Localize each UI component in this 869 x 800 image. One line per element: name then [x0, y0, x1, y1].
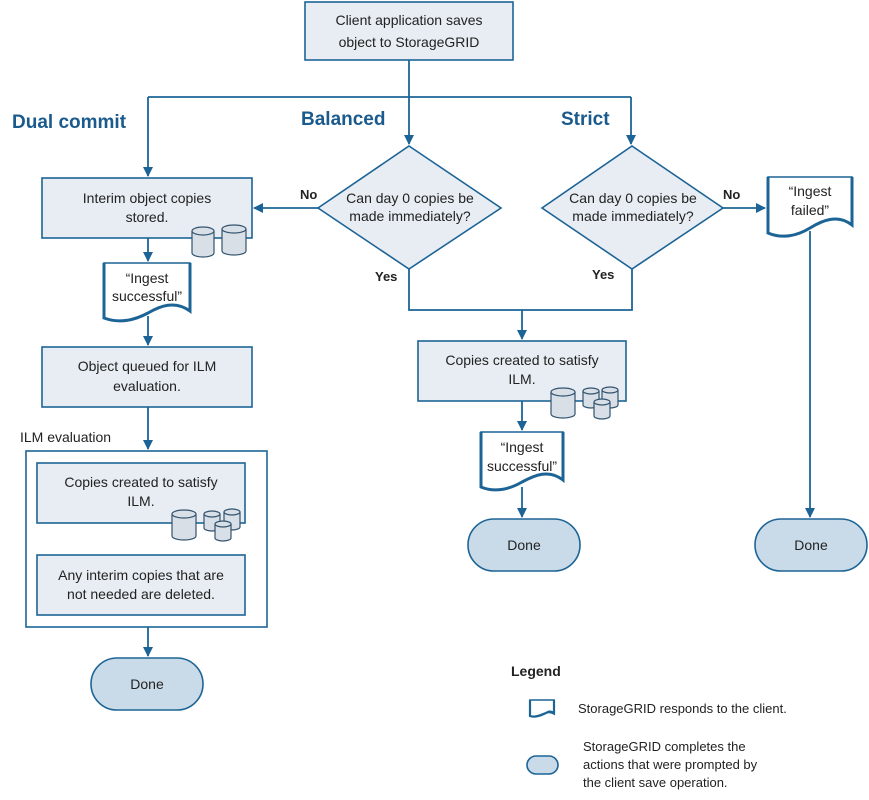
dual-copies-line1: Copies created to satisfy: [64, 474, 217, 490]
dual-deleted-box: Any interim copies that are not needed a…: [36, 554, 246, 616]
label-balanced-yes: Yes: [375, 269, 397, 284]
start-line2: object to StorageGRID: [339, 34, 480, 50]
strict-response-line1: “Ingest: [789, 183, 832, 199]
document-response-icon: [528, 699, 556, 718]
header-balanced: Balanced: [301, 109, 385, 130]
dual-copies-box: Copies created to satisfy ILM.: [36, 462, 246, 524]
storage-cylinder-icon: [214, 520, 232, 542]
legend-title: Legend: [511, 663, 561, 679]
document-response-icon: “Ingest successful”: [479, 431, 565, 492]
decision-strict: Can day 0 copies be made immediately?: [540, 145, 725, 270]
storage-cylinder-icon: [550, 387, 576, 419]
storage-cylinder-icon: [171, 509, 197, 541]
decision-strict-line2: made immediately?: [572, 208, 694, 224]
legend-done-line3: the client save operation.: [583, 775, 728, 790]
dual-queued-line1: Object queued for ILM: [78, 358, 217, 374]
header-dual-commit: Dual commit: [12, 112, 127, 133]
balanced-response-line2: successful”: [487, 458, 557, 474]
dual-queued-box: Object queued for ILM evaluation.: [41, 346, 253, 408]
header-strict: Strict: [561, 109, 610, 130]
start-line1: Client application saves: [335, 12, 482, 28]
storage-cylinder-icon: [221, 224, 247, 256]
storage-cylinder-icon: [593, 398, 611, 420]
connector-balanced-yes: [408, 269, 522, 311]
legend-response-text: StorageGRID responds to the client.: [578, 701, 787, 716]
balanced-done-label: Done: [507, 537, 541, 553]
decision-balanced: Can day 0 copies be made immediately?: [316, 145, 503, 270]
dual-interim-line2: stored.: [126, 209, 169, 225]
ilm-evaluation-label: ILM evaluation: [20, 429, 111, 445]
dual-copies-line2: ILM.: [127, 493, 154, 509]
dual-deleted-line1: Any interim copies that are: [58, 567, 224, 583]
dual-interim-line1: Interim object copies: [83, 190, 211, 206]
dual-queued-line2: evaluation.: [113, 378, 181, 394]
connector-strict-yes: [522, 269, 633, 311]
start-box: Client application saves object to Stora…: [304, 1, 514, 61]
decision-balanced-line2: made immediately?: [349, 208, 471, 224]
balanced-response-line1: “Ingest: [501, 439, 544, 455]
strict-response-line2: failed”: [791, 202, 829, 218]
balanced-done-pill: Done: [467, 518, 581, 572]
document-response-icon: “Ingest failed”: [766, 176, 854, 238]
label-balanced-no: No: [300, 187, 317, 202]
legend-done-line1: StorageGRID completes the: [583, 739, 746, 754]
dual-deleted-line2: not needed are deleted.: [67, 586, 215, 602]
balanced-copies-line1: Copies created to satisfy: [445, 352, 598, 368]
decision-strict-line1: Can day 0 copies be: [569, 190, 697, 206]
dual-response-line1: “Ingest: [126, 270, 169, 286]
document-response-icon: “Ingest successful”: [102, 262, 192, 323]
label-strict-yes: Yes: [592, 267, 614, 282]
dual-done-pill: Done: [90, 657, 204, 711]
legend-done-line2: actions that were prompted by: [583, 757, 758, 772]
strict-done-pill: Done: [754, 518, 868, 572]
balanced-copies-line2: ILM.: [508, 371, 535, 387]
decision-balanced-line1: Can day 0 copies be: [346, 190, 474, 206]
dual-done-label: Done: [130, 676, 164, 692]
storage-cylinder-icon: [191, 226, 215, 258]
dual-response-line2: successful”: [112, 288, 182, 304]
legend-done-pill: [526, 755, 559, 775]
dual-interim-box: Interim object copies stored.: [41, 177, 253, 239]
label-strict-no: No: [723, 187, 740, 202]
strict-done-label: Done: [794, 537, 828, 553]
